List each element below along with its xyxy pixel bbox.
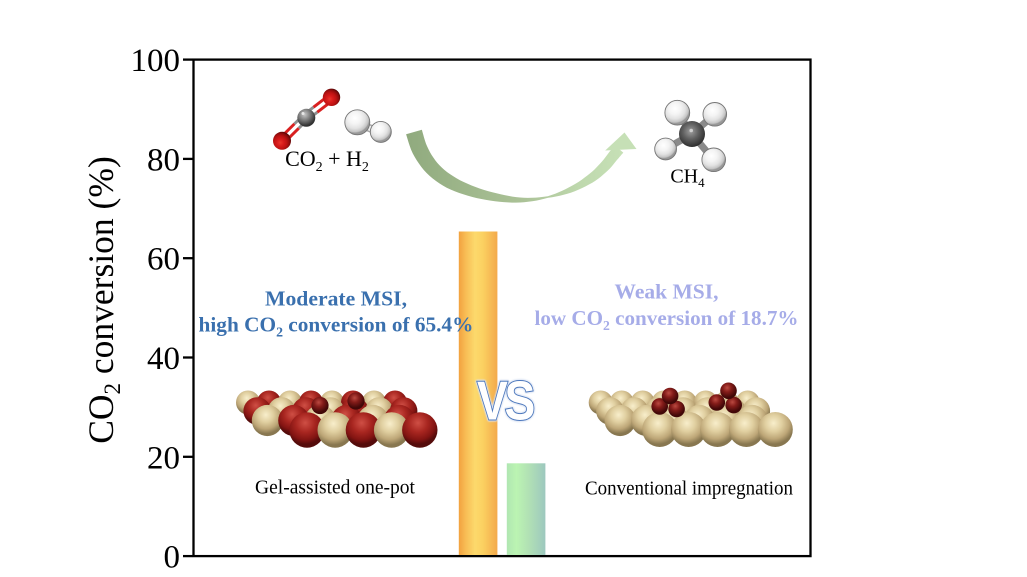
svg-text:Weak MSI,: Weak MSI, xyxy=(615,280,719,304)
svg-text:40: 40 xyxy=(147,341,180,377)
svg-text:100: 100 xyxy=(131,43,181,79)
svg-text:low CO2 conversion of 18.7%: low CO2 conversion of 18.7% xyxy=(534,306,798,333)
svg-text:80: 80 xyxy=(147,142,180,178)
svg-text:Moderate MSI,: Moderate MSI, xyxy=(265,287,407,311)
svg-text:0: 0 xyxy=(164,540,181,576)
svg-text:VS: VS xyxy=(477,370,534,432)
svg-text:CO2 conversion (%): CO2 conversion (%) xyxy=(81,156,125,444)
svg-text:high CO2 conversion of 65.4%: high CO2 conversion of 65.4% xyxy=(199,313,474,340)
svg-text:Conventional impregnation: Conventional impregnation xyxy=(585,479,793,500)
svg-text:60: 60 xyxy=(147,242,180,278)
svg-text:Gel-assisted one-pot: Gel-assisted one-pot xyxy=(255,478,416,499)
svg-text:CO2 + H2: CO2 + H2 xyxy=(285,146,369,175)
svg-text:20: 20 xyxy=(147,440,180,476)
svg-text:VS: VS xyxy=(477,370,534,432)
svg-text:CH4: CH4 xyxy=(670,166,705,191)
